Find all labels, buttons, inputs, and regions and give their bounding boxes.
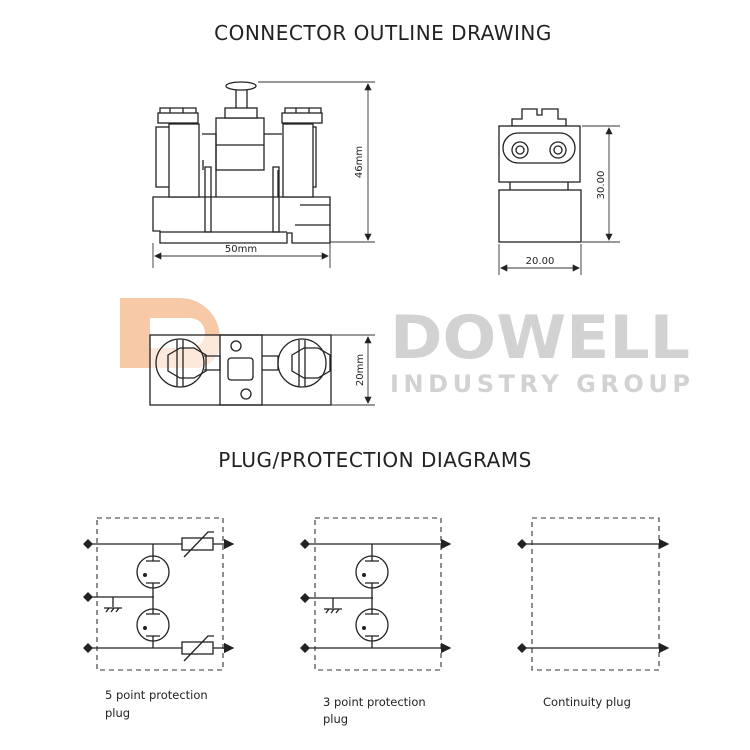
side-width-dimension: 20.00 xyxy=(498,244,582,275)
side-view-drawing xyxy=(498,108,582,243)
front-width-dimension: 50mm xyxy=(152,243,331,268)
three-point-caption-line2: plug xyxy=(323,712,348,726)
diagrams-title: PLUG/PROTECTION DIAGRAMS xyxy=(218,448,532,472)
continuity-caption: Continuity plug xyxy=(543,695,631,709)
top-view-drawing xyxy=(149,334,332,406)
top-height-label: 20mm xyxy=(355,354,366,386)
five-point-caption-line2: plug xyxy=(105,706,130,720)
front-height-label: 46mm xyxy=(354,146,365,178)
three-point-protection-diagram: 3 point protection plug xyxy=(300,517,452,726)
side-height-label: 30.00 xyxy=(596,171,607,200)
top-height-dimension: 20mm xyxy=(331,334,375,406)
side-width-label: 20.00 xyxy=(526,256,555,267)
watermark-subtitle: INDUSTRY GROUP xyxy=(390,370,690,398)
watermark-brand: DOWELL xyxy=(390,303,690,373)
continuity-plug-diagram: Continuity plug xyxy=(517,517,670,709)
front-height-dimension: 46mm xyxy=(258,81,375,243)
three-point-caption-line1: 3 point protection xyxy=(323,695,426,709)
side-height-dimension: 30.00 xyxy=(582,125,620,243)
outline-title: CONNECTOR OUTLINE DRAWING xyxy=(214,21,552,45)
front-width-label: 50mm xyxy=(225,244,257,255)
five-point-caption-line1: 5 point protection xyxy=(105,688,208,702)
five-point-protection-diagram: 5 point protection plug xyxy=(83,517,233,720)
front-view-drawing xyxy=(152,81,331,244)
